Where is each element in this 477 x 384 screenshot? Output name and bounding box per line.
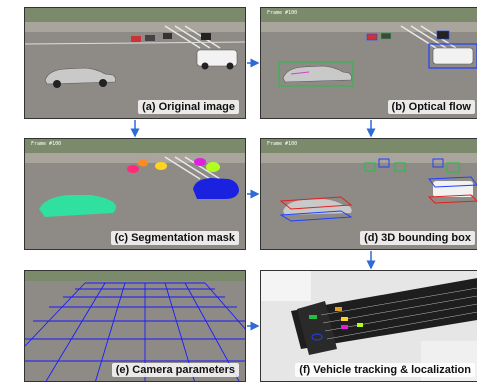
panel-optical-flow: Frame #100 (b) Optical flow: [260, 7, 477, 119]
tracked-vehicles: [309, 307, 363, 341]
suv-white: [196, 49, 238, 70]
panel-3d-bounding-box: Frame #100 (d) 3D bounding box: [260, 138, 477, 250]
frame-label: Frame #100: [267, 10, 298, 16]
caption-3d-bounding-box: (d) 3D bounding box: [360, 231, 475, 245]
box-suv: [427, 176, 477, 204]
frame-label: Frame #100: [31, 141, 62, 147]
panel-segmentation-mask: Frame #100 (c) Segmentation mask: [24, 138, 246, 250]
road-scene-segmentation: [25, 139, 245, 249]
mask-suv: [193, 178, 239, 199]
road-scene-3d-boxes: [261, 139, 477, 249]
mask-car: [39, 195, 116, 217]
caption-segmentation-mask: (c) Segmentation mask: [110, 231, 239, 245]
panel-vehicle-tracking: (f) Vehicle tracking & localization: [260, 270, 477, 382]
flow-car: [278, 61, 354, 87]
road-scene-original: [25, 8, 245, 118]
car-silver: [44, 67, 116, 88]
panel-original-image: (a) Original image: [24, 7, 246, 119]
caption-vehicle-tracking: (f) Vehicle tracking & localization: [295, 363, 475, 377]
caption-original-image: (a) Original image: [138, 100, 239, 114]
road-scene-optical-flow: [261, 8, 477, 118]
panel-camera-parameters: (e) Camera parameters: [24, 270, 246, 382]
box-car: [279, 196, 353, 222]
caption-camera-parameters: (e) Camera parameters: [111, 363, 239, 377]
caption-optical-flow: (b) Optical flow: [387, 100, 475, 114]
flow-suv: [428, 43, 477, 69]
road-surface: [291, 278, 477, 349]
frame-label: Frame #100: [267, 141, 298, 147]
